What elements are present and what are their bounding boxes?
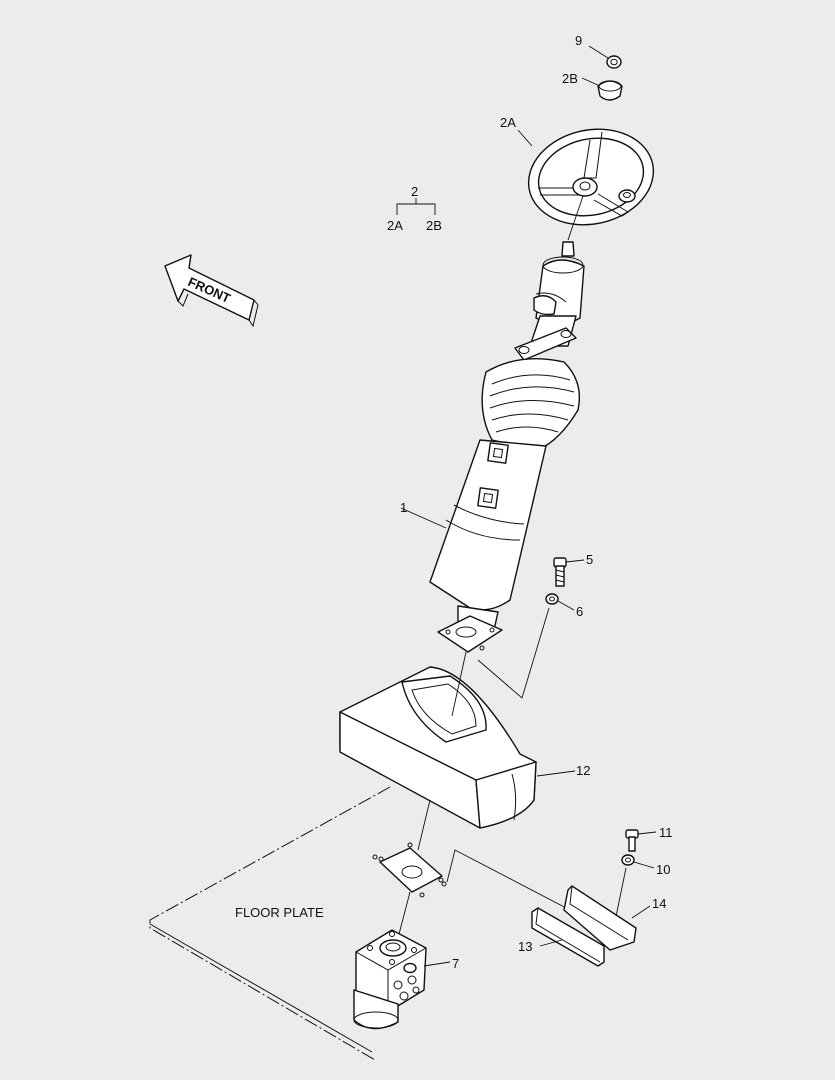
part-9-nut bbox=[588, 45, 622, 69]
part-2a-steering-wheel bbox=[517, 128, 655, 226]
part-1-steering-column bbox=[400, 256, 585, 653]
part-7-steering-valve bbox=[353, 929, 451, 1030]
assembly-label: 2 bbox=[411, 184, 418, 199]
callout-9: 9 bbox=[575, 33, 582, 48]
floor-plate-label: FLOOR PLATE bbox=[235, 905, 324, 920]
part-11-bolt bbox=[625, 829, 657, 852]
callout-11: 11 bbox=[659, 825, 673, 840]
callout-6: 6 bbox=[576, 604, 583, 619]
callout-7: 7 bbox=[452, 956, 459, 971]
assembly-child-2a: 2A bbox=[387, 218, 403, 233]
part-13-bracket bbox=[531, 907, 605, 967]
part-6-washer bbox=[545, 593, 575, 611]
mounting-gasket bbox=[372, 799, 447, 939]
part-12-cover bbox=[339, 666, 576, 829]
part-2b-cap bbox=[581, 77, 623, 101]
bracket-leader-line bbox=[446, 849, 571, 911]
callout-14: 14 bbox=[652, 896, 666, 911]
callout-1: 1 bbox=[400, 500, 407, 515]
part-5-bolt bbox=[553, 557, 585, 587]
callout-10: 10 bbox=[656, 862, 670, 877]
column-axis-line bbox=[451, 651, 467, 717]
callout-12: 12 bbox=[576, 763, 590, 778]
part-10-washer bbox=[621, 854, 655, 869]
part-14-bracket bbox=[563, 885, 651, 951]
front-arrow: FRONT bbox=[164, 254, 259, 328]
callout-2b: 2B bbox=[562, 71, 578, 86]
column-shaft-tip bbox=[561, 195, 584, 257]
callout-2a: 2A bbox=[500, 115, 516, 130]
assembly-child-2b: 2B bbox=[426, 218, 442, 233]
floor-plate-outline bbox=[149, 786, 391, 1061]
callout-5: 5 bbox=[586, 552, 593, 567]
callout-13: 13 bbox=[518, 939, 532, 954]
assembly-bracket bbox=[396, 198, 436, 215]
bolt-leader-line bbox=[477, 607, 550, 699]
